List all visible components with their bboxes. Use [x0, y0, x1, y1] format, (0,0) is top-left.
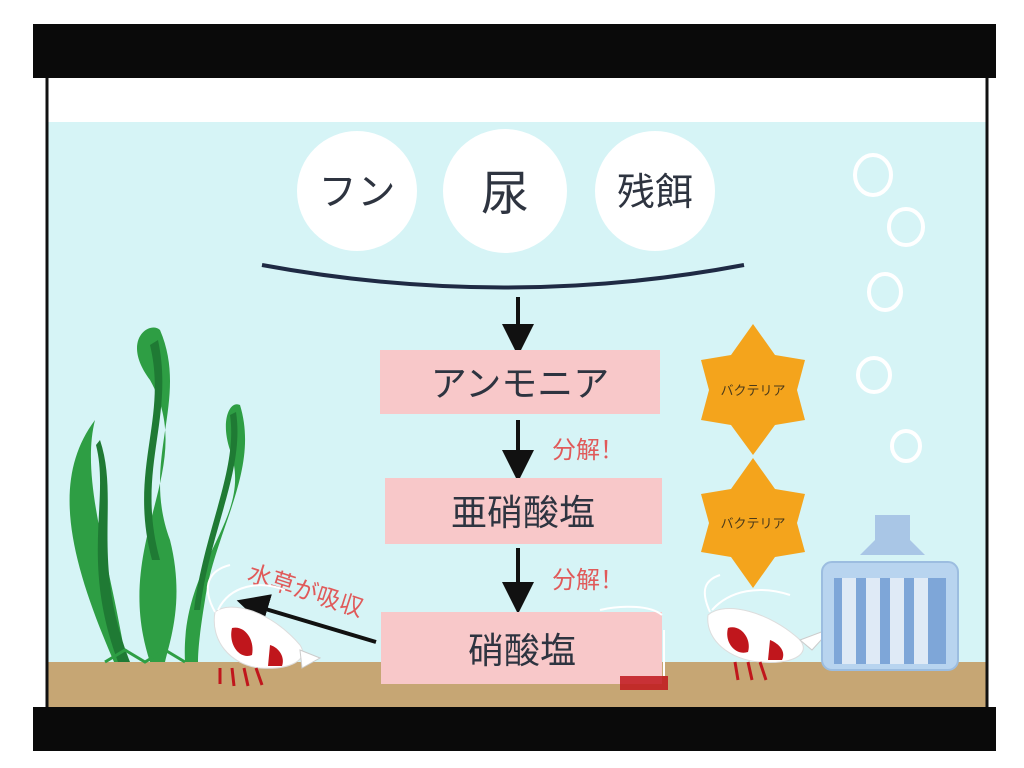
absorb-arrow [236, 594, 377, 644]
stage-box-ammonia [380, 350, 660, 414]
water-plants [69, 327, 246, 664]
source-circle [595, 131, 715, 251]
sponge-filter [821, 515, 959, 671]
tank-frame-bottom [33, 707, 996, 751]
plant-leaf [137, 327, 177, 662]
bubble [856, 356, 892, 394]
bacteria-badge: バクテリア [701, 458, 805, 588]
stage-label-nitrite: 亜硝酸塩 [451, 493, 595, 534]
source-label-feces: フン [319, 170, 396, 214]
tank-glass-top [48, 78, 986, 122]
source-circle [443, 129, 567, 253]
waste-sources: フン 尿 残餌 [297, 129, 715, 253]
plant-leaf [96, 440, 130, 662]
tank-frame-top [33, 24, 996, 78]
merge-bracket [261, 263, 745, 290]
stage-box-nitrate [381, 612, 662, 684]
plant-leaf [194, 412, 238, 610]
stage-label-nitrate: 硝酸塩 [468, 631, 576, 672]
stage-box-nitrite [385, 478, 662, 544]
decompose-label: 分解！ [552, 436, 624, 464]
source-circle [297, 131, 417, 251]
shrimp-partial [599, 605, 668, 690]
plant-roots [104, 648, 186, 664]
stage-label-ammonia: アンモニア [431, 364, 610, 405]
bacteria-label: バクテリア [720, 517, 785, 532]
source-label-leftover-food: 残餌 [617, 170, 693, 214]
plant-leaf [144, 340, 163, 560]
bubble [890, 429, 922, 463]
decompose-label: 分解！ [552, 566, 624, 594]
bubble [853, 153, 893, 197]
air-bubbles [853, 153, 925, 463]
bacteria-label: バクテリア [720, 384, 785, 399]
bacteria-badge: バクテリア [701, 324, 805, 455]
bubble [887, 207, 925, 247]
bubble [867, 272, 903, 312]
shrimp [703, 574, 833, 681]
shrimp [206, 564, 322, 687]
source-label-urine: 尿 [481, 166, 529, 222]
